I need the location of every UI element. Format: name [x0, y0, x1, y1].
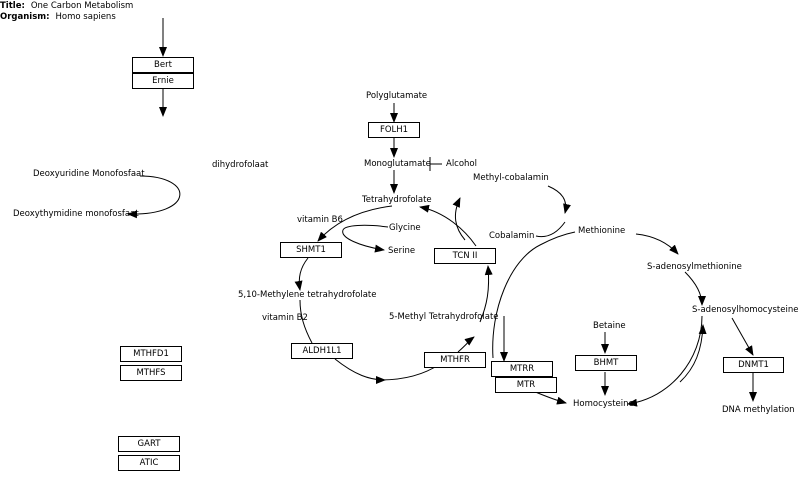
arrow-methyl-thf-to-tcn2: [479, 265, 493, 323]
arrow-sah-to-homocysteine: [627, 315, 703, 407]
title-key: Title:: [0, 1, 25, 11]
organism-line: Organism: Homo sapiens: [0, 12, 116, 23]
label-cobalamin: Cobalamin: [489, 231, 535, 241]
label-dump: Deoxyuridine Monofosfaat: [33, 169, 145, 179]
arrow-mthfr-to-methyl-thf: [457, 336, 475, 353]
label-methyl-cobalamin: Methyl-cobalamin: [473, 173, 549, 183]
gene-box-shmt1[interactable]: SHMT1: [280, 242, 342, 258]
gene-box-mthfd1[interactable]: MTHFD1: [120, 346, 182, 362]
title-value: One Carbon Metabolism: [30, 1, 134, 11]
arrow-shmt1-to-methylene-thf: [294, 257, 309, 291]
gene-box-mthfr[interactable]: MTHFR: [424, 352, 486, 368]
gene-box-atic[interactable]: ATIC: [118, 455, 180, 471]
gene-box-ernie[interactable]: Ernie: [132, 73, 194, 89]
gene-box-mtrr[interactable]: MTRR: [491, 361, 553, 377]
label-glycine: Glycine: [389, 223, 421, 233]
label-methionine: Methionine: [578, 226, 626, 236]
arrow-cobalamin-to-methyl-cobalamin: [452, 197, 466, 241]
label-monoglutamate: Monoglutamate: [364, 159, 431, 169]
arrow-sam-to-sah: [684, 271, 706, 306]
arrow-mtr-to-methionine: [492, 231, 576, 359]
label-s-adenosylhomocysteine: S-adenosylhomocysteine: [692, 305, 799, 315]
label-dna-methylation: DNA methylation: [722, 405, 795, 415]
arrow-glycine-to-serine: [342, 224, 389, 253]
label-tetrahydrofolate: Tetrahydrofolate: [362, 195, 432, 205]
label-betaine: Betaine: [593, 321, 626, 331]
arrow-methionine-to-sam: [635, 233, 679, 255]
arrow-thf-to-shmt1: [317, 205, 393, 242]
label-dtmp: Deoxythymidine monofosfaat: [13, 209, 139, 219]
title-line: Title: One Carbon Metabolism: [0, 1, 133, 12]
label-alcohol: Alcohol: [446, 159, 477, 169]
label-vitamin-b6: vitamin B6: [297, 215, 343, 225]
arrow-homocysteine-to-sah: [679, 324, 707, 383]
label-homocysteine: Homocysteine: [573, 399, 634, 409]
label-serine: Serine: [388, 246, 416, 256]
arrow-methyl-cobalamin-to-cobalamin: [547, 185, 571, 214]
label-s-adenosylmethionine: S-adenosylmethionine: [647, 262, 742, 272]
gene-box-bert[interactable]: Bert: [132, 57, 194, 73]
organism-key: Organism:: [0, 12, 50, 22]
label-polyglutamate: Polyglutamate: [366, 91, 428, 101]
label-methyl-thf: 5-Methyl Tetrahydrofolate: [389, 312, 499, 322]
label-vitamin-b2: vitamin B2: [262, 313, 308, 323]
arrow-dump-to-dtmp: [127, 175, 181, 219]
gene-box-bhmt[interactable]: BHMT: [575, 355, 637, 371]
cobalamin-cycle-return: [535, 221, 566, 238]
arrow-tcn2-to-thf: [419, 204, 477, 247]
gene-box-aldh1l1[interactable]: ALDH1L1: [291, 343, 353, 359]
gene-box-mthfs[interactable]: MTHFS: [120, 365, 182, 381]
arrow-aldh1l1-to-mthfr: [334, 358, 386, 384]
gene-box-dnmt1[interactable]: DNMT1: [723, 357, 784, 373]
arrow-methylene-thf-to-aldh1l1: [299, 299, 313, 344]
gene-box-gart[interactable]: GART: [118, 436, 180, 452]
gene-box-folh1[interactable]: FOLH1: [368, 122, 420, 138]
label-methylene-thf: 5,10-Methylene tetrahydrofolate: [238, 290, 377, 300]
organism-value: Homo sapiens: [55, 12, 116, 22]
gene-box-tcn2[interactable]: TCN II: [434, 248, 496, 264]
arrow-sah-dnmt1: [731, 317, 754, 356]
label-dihydrofolaat: dihydrofolaat: [212, 160, 269, 170]
gene-box-mtr[interactable]: MTR: [495, 377, 557, 393]
